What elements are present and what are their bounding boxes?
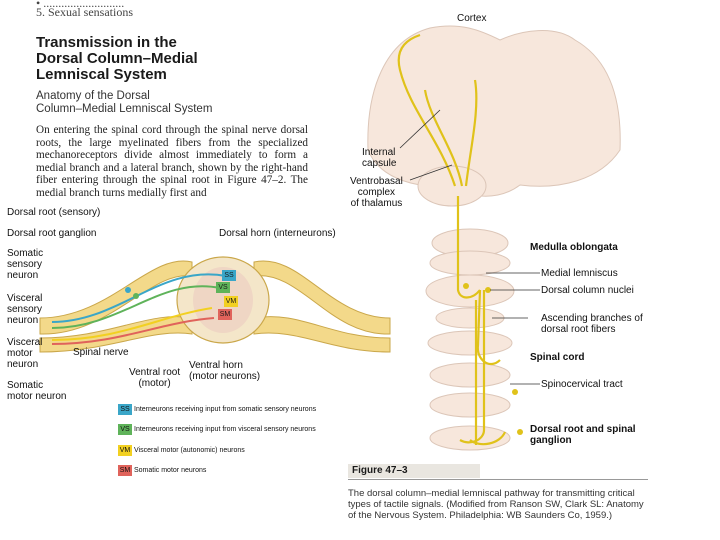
label-dorsal-root: Dorsal root (sensory) (7, 207, 101, 218)
figure-caption: The dorsal column–medial lemniscal pathw… (348, 488, 644, 521)
label-medulla: Medulla oblongata (530, 242, 618, 253)
figure-label: Figure 47–3 (348, 464, 480, 478)
vs-tag: VS (216, 282, 230, 293)
label-dorsal-horn: Dorsal horn (interneurons) (219, 228, 336, 239)
label-medial-lemniscus: Medial lemniscus (541, 268, 618, 279)
sm-tag: SM (218, 309, 232, 320)
ss-tag: SS (222, 270, 236, 281)
truncated-line: • ........................... (36, 0, 125, 10)
label-ventral-root: Ventral root(motor) (129, 367, 181, 389)
label-spinal-nerve: Spinal nerve (73, 347, 129, 358)
label-ventral-horn: Ventral horn(motor neurons) (189, 360, 261, 382)
label-cortex: Cortex (457, 13, 487, 24)
vm-tag: VM (224, 296, 238, 307)
label-spinal-cord: Spinal cord (530, 352, 585, 363)
body-paragraph: On entering the spinal cord through the … (36, 124, 308, 199)
label-dorsal-root-ganglion: Dorsal root ganglion (7, 228, 97, 239)
label-dorsal-column-nuclei: Dorsal column nuclei (541, 285, 634, 296)
label-spinocervical: Spinocervical tract (541, 379, 623, 390)
figure-divider (348, 479, 648, 480)
list-item: 5. Sexual sensations (36, 5, 133, 19)
